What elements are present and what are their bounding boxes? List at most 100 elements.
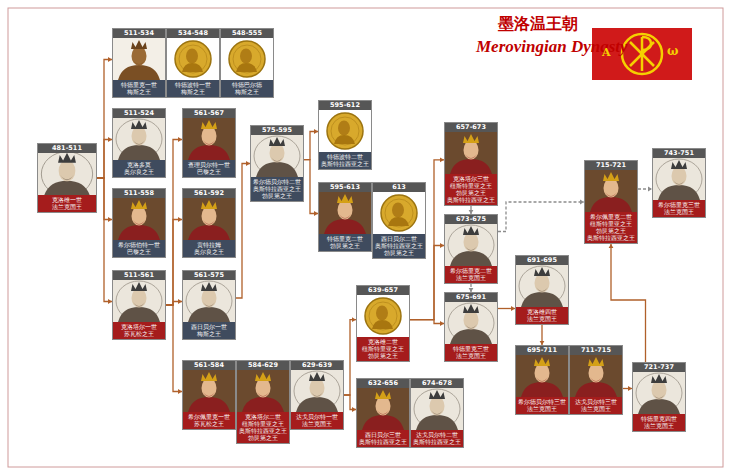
portrait-crown: [255, 372, 271, 381]
portrait-beard: [60, 175, 73, 180]
king-title: 奥尔良之王: [113, 168, 165, 175]
portrait-card: 715-721希尔佩里克二世纽斯特里亚之王 勃艮第之王 奥斯特拉西亚之王: [584, 160, 638, 244]
portrait-image: [653, 158, 705, 200]
caption-band: 希尔佩里克二世纽斯特里亚之王 勃艮第之王 奥斯特拉西亚之王: [585, 212, 637, 243]
portrait-ground: [167, 38, 219, 80]
lineage-connector: [166, 137, 182, 305]
portrait-crown: [131, 40, 147, 49]
king-title: 纽斯特里亚之王 勃艮第之王 奥斯特拉西亚之王: [445, 182, 497, 203]
portrait-crown: [131, 120, 147, 129]
portrait-image: [357, 388, 409, 430]
portrait-beard: [536, 377, 548, 382]
portrait-image: [113, 280, 165, 322]
reign-years: 711-715: [570, 346, 622, 355]
portrait-beard: [133, 220, 145, 225]
king-title: 法兰克国王: [516, 315, 568, 322]
portrait-ground: [516, 265, 568, 307]
portrait-face: [535, 364, 550, 383]
portrait-crown: [671, 160, 687, 169]
portrait-card: 695-711希尔德贝尔特三世法兰克国王: [515, 345, 569, 415]
portrait-body: [521, 382, 563, 397]
coin-rim: [385, 199, 413, 227]
portrait-beard: [431, 410, 443, 415]
portrait-ground: [585, 170, 637, 212]
portrait-card: 511-558希尔德伯特一世巴黎之王: [112, 188, 166, 258]
portrait-card: 548-555特德巴尔德梅斯之王: [220, 28, 274, 98]
portrait-body: [188, 145, 230, 160]
caption-band: 克洛塔尔一世苏瓦松之王: [113, 322, 165, 339]
reign-years: 743-751: [653, 149, 705, 158]
portrait-beard: [605, 192, 617, 197]
portrait-body: [638, 399, 680, 414]
portrait-crown: [201, 372, 217, 381]
portrait-crown: [588, 357, 604, 366]
caption-band: 克洛多莫奥尔良之王: [113, 160, 165, 177]
caption-band: 希尔佩里克一世苏瓦松之王: [183, 412, 235, 429]
portrait-face: [464, 233, 479, 252]
portrait-face: [202, 207, 217, 226]
lineage-connector: [638, 187, 652, 192]
portrait-body: [118, 145, 160, 160]
connector-line: [410, 320, 444, 324]
portrait-ground: [113, 118, 165, 160]
connector-line: [166, 305, 182, 392]
king-title: 纽斯特里亚之王 勃艮第之王: [357, 345, 409, 359]
reign-years: 721-737: [633, 363, 685, 372]
caption-band: 克洛塔尔三世纽斯特里亚之王 勃艮第之王 奥斯特拉西亚之王: [445, 174, 497, 205]
portrait-frame: [448, 303, 494, 343]
portrait-beard: [465, 324, 477, 329]
portrait-frame: [294, 371, 340, 411]
connector-line: [166, 220, 182, 306]
king-name: 西日贝尔二世: [373, 235, 425, 242]
portrait-image: [516, 355, 568, 397]
coin-head: [376, 306, 388, 321]
lineage-connector: [304, 129, 318, 160]
king-name: 西日贝尔三世: [357, 431, 409, 438]
king-title: 苏瓦松之王: [183, 420, 235, 427]
portrait-crown: [201, 120, 217, 129]
caption-band: 希尔德贝尔特三世法兰克国王: [516, 397, 568, 414]
portrait-image: [167, 38, 219, 80]
portrait-face: [59, 160, 76, 181]
portrait-beard: [311, 392, 323, 397]
chi-rho-loop: [642, 37, 651, 50]
king-title: 巴黎之王: [113, 248, 165, 255]
reign-years: 561-567: [183, 109, 235, 118]
portrait-face: [652, 381, 667, 400]
portrait-crown: [463, 226, 479, 235]
portrait-crown: [131, 282, 147, 291]
king-title: 法兰克国王: [516, 405, 568, 412]
portrait-card: 561-567查理贝尔特一世巴黎之王: [182, 108, 236, 178]
portrait-body: [118, 65, 160, 80]
portrait-image: [445, 302, 497, 344]
portrait-beard: [133, 302, 145, 307]
portrait-body: [242, 397, 284, 412]
portrait-frame: [656, 159, 702, 199]
portrait-card: 675-691特德里克三世法兰克国王: [444, 292, 498, 362]
portrait-card: 561-575西日贝尔一世梅斯之王: [182, 270, 236, 340]
portrait-image: [221, 38, 273, 80]
lineage-connector: [166, 299, 182, 305]
portrait-image: [183, 198, 235, 240]
king-name: 克洛塔尔三世: [445, 175, 497, 182]
portrait-card: 584-629克洛塔尔二世纽斯特里亚之王 奥斯特拉西亚之王 勃艮第之王: [236, 360, 290, 444]
connector-line: [166, 140, 182, 306]
reign-years: 613: [373, 183, 425, 192]
portrait-body: [450, 251, 492, 266]
king-name: 克洛多莫: [113, 161, 165, 168]
king-name: 特德里克四世: [633, 415, 685, 422]
portrait-ground: [445, 224, 497, 266]
portrait-beard: [339, 214, 351, 219]
king-title: 奥尔良之王: [183, 248, 235, 255]
portrait-image: [113, 118, 165, 160]
portrait-face: [535, 274, 550, 293]
caption-band: 克洛维四世法兰克国王: [516, 307, 568, 324]
king-title: 奥斯特拉西亚之王: [319, 160, 371, 167]
portrait-crown: [201, 282, 217, 291]
portrait-card: 481-511克洛维一世法兰克国王: [37, 143, 97, 213]
portrait-image: [183, 118, 235, 160]
portrait-beard: [271, 157, 283, 162]
portrait-beard: [536, 287, 548, 292]
portrait-ground: [445, 132, 497, 174]
portrait-crown: [463, 134, 479, 143]
